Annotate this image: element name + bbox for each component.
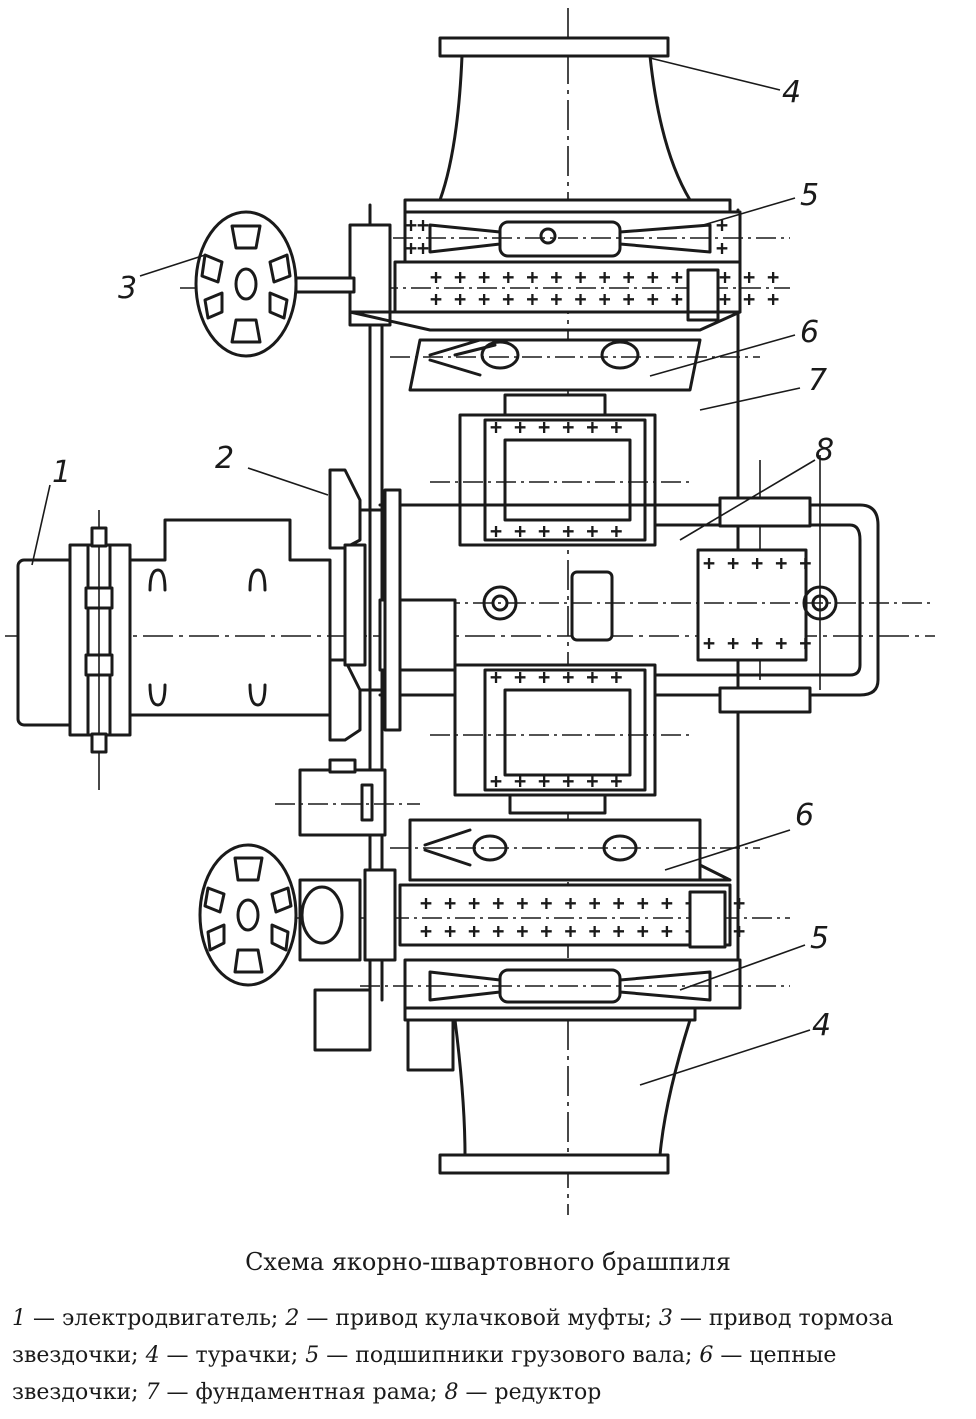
legend-num-4: 4 bbox=[145, 1343, 160, 1368]
gear-casing-upper: + + + + + + + + + + + + bbox=[430, 393, 690, 547]
legend-num-6: 6 bbox=[699, 1343, 714, 1368]
svg-text:+ + + + + +: + + + + + + bbox=[490, 519, 622, 543]
bearing-lower bbox=[313, 958, 790, 1072]
svg-text:+ + + + +: + + + + + bbox=[703, 631, 811, 655]
callout-6-lower: 6 bbox=[795, 798, 814, 833]
callout-6-top: 6 bbox=[800, 315, 819, 350]
legend-num-1: 1 bbox=[12, 1306, 26, 1331]
chain-sprocket-lower bbox=[390, 818, 760, 882]
brake-handwheel-lower bbox=[198, 843, 344, 987]
callout-8: 8 bbox=[815, 433, 834, 468]
brake-handwheel-top bbox=[194, 210, 356, 358]
callout-3: 3 bbox=[118, 271, 137, 306]
bearing-top: ++++ ++ bbox=[360, 210, 790, 264]
windlass-diagram: ++++ ++ + + + + + + + + + + + + + + + + … bbox=[5, 8, 935, 1215]
svg-text:+ + + + + +: + + + + + + bbox=[490, 415, 622, 439]
legend-text-7: — фундаментная рама; bbox=[159, 1380, 445, 1405]
legend-text-8: — редуктор bbox=[458, 1380, 602, 1405]
legend-text-5: — подшипники грузового вала; bbox=[319, 1343, 700, 1368]
legend-text-1: — электродвигатель; bbox=[26, 1306, 286, 1331]
callout-5-lower: 5 bbox=[810, 921, 829, 956]
svg-text:+ + + + + +: + + + + + + bbox=[490, 665, 622, 689]
clutch-drive bbox=[328, 468, 402, 742]
callout-1: 1 bbox=[52, 455, 71, 490]
svg-text:+ + + + + +: + + + + + + bbox=[490, 769, 622, 793]
legend-num-8: 8 bbox=[444, 1380, 459, 1405]
legend-num-2: 2 bbox=[285, 1306, 300, 1331]
callout-4-lower: 4 bbox=[812, 1008, 831, 1043]
chain-sprocket-top bbox=[348, 310, 760, 392]
callout-2: 2 bbox=[215, 441, 234, 476]
leader-lines bbox=[31, 57, 816, 1086]
brake-band-lower: + + + + + + + + + + + + + + + + + + + + … bbox=[290, 868, 790, 962]
legend-num-7: 7 bbox=[145, 1380, 160, 1405]
brake-actuator bbox=[275, 758, 420, 837]
legend-text-2: — привод кулачковой муфты; bbox=[299, 1306, 659, 1331]
callout-numbers: 1 2 3 4 5 6 6 7 8 5 4 bbox=[52, 75, 834, 1043]
callout-4-top: 4 bbox=[782, 75, 801, 110]
svg-text:++: ++ bbox=[405, 213, 429, 237]
svg-text:+: + bbox=[716, 236, 728, 260]
legend-text-6: — цепные звездочки; bbox=[12, 1343, 837, 1405]
svg-text:+: + bbox=[716, 213, 728, 237]
legend-text-4: — турачки; bbox=[159, 1343, 306, 1368]
callout-7: 7 bbox=[808, 363, 827, 398]
svg-text:+ + + + +: + + + + + bbox=[703, 551, 811, 575]
reducer-housing: + + + + + + + + + + bbox=[378, 496, 935, 714]
svg-text:++: ++ bbox=[405, 236, 429, 260]
gear-casing-lower: + + + + + + + + + + + + bbox=[430, 663, 690, 815]
svg-text:+ + + + + + + + + + + + + + +: + + + + + + + + + + + + + + + bbox=[430, 265, 779, 289]
legend-num-3: 3 bbox=[658, 1306, 673, 1331]
warping-drum-bottom bbox=[403, 1006, 697, 1175]
legend-num-5: 5 bbox=[305, 1343, 320, 1368]
callout-5-top: 5 bbox=[800, 178, 819, 213]
svg-text:+ + + + + + + + + + + + + + +: + + + + + + + + + + + + + + + bbox=[430, 287, 779, 311]
legend: 1 — электродвигатель; 2 — привод кулачко… bbox=[12, 1300, 964, 1411]
electric-motor bbox=[16, 510, 332, 790]
legend-text-3: — привод тормоза звездочки; bbox=[12, 1306, 894, 1368]
diagram-caption: Схема якорно-швартовного брашпиля bbox=[245, 1248, 731, 1276]
